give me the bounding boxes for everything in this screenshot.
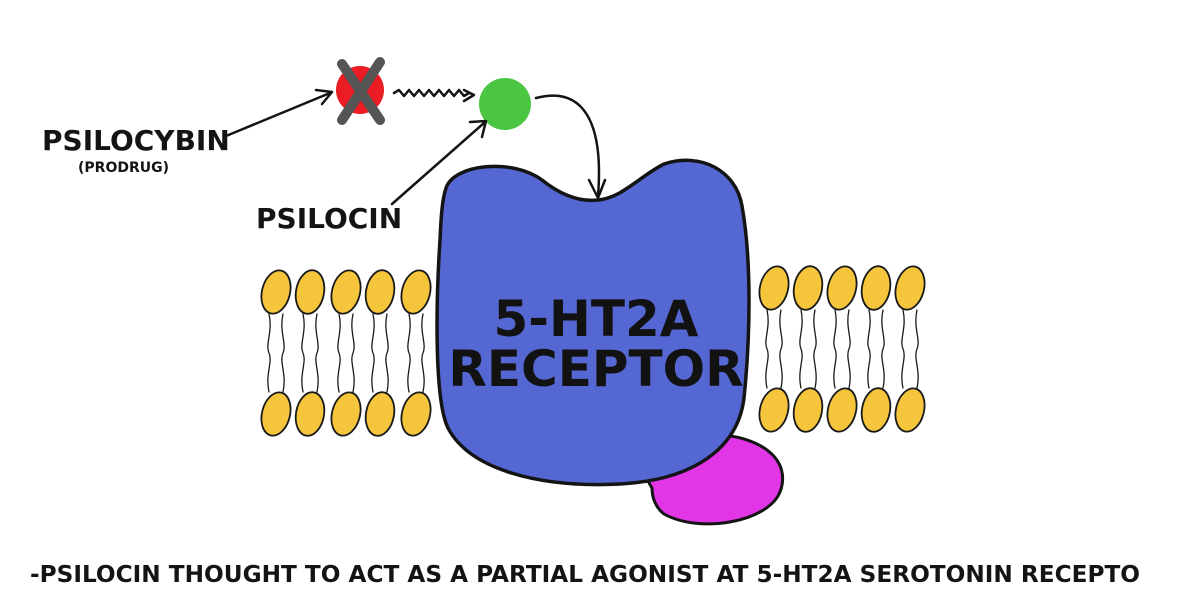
lipid-tail — [421, 313, 425, 393]
lipid-tail — [267, 313, 271, 393]
psilocin-molecule — [479, 78, 531, 130]
lipid-head-top — [364, 269, 396, 315]
lipid-tail — [407, 313, 411, 393]
binding-arrow — [534, 94, 607, 200]
lipid-head-bottom — [294, 391, 326, 437]
lipid-head-bottom — [364, 391, 396, 437]
lipid-head-bottom — [860, 387, 892, 433]
psilocin-pointer-arrow — [390, 119, 488, 206]
lipid-head-bottom — [400, 391, 432, 437]
receptor-label-line1: 5-HT2A — [494, 290, 699, 348]
membrane-right — [758, 265, 926, 433]
membrane-left — [260, 269, 432, 437]
lipid-head-top — [860, 265, 892, 311]
lipid-tail — [833, 309, 837, 389]
lipid-tail — [867, 309, 871, 389]
psilocybin-pointer-arrow — [224, 88, 334, 138]
receptor-label-line2: RECEPTOR — [448, 340, 743, 398]
lipid-tail — [847, 309, 851, 389]
lipid-tail — [301, 313, 305, 393]
lipid-head-top — [758, 265, 790, 311]
lipid-head-bottom — [758, 387, 790, 433]
lipid-tail — [779, 309, 783, 389]
receptor-body — [435, 158, 751, 487]
lipid-tail — [915, 309, 919, 389]
lipid-head-bottom — [894, 387, 926, 433]
lipid-tail — [385, 313, 389, 393]
lipid-head-top — [330, 269, 362, 315]
prodrug-label: (PRODRUG) — [78, 160, 169, 176]
lipid-head-top — [826, 265, 858, 311]
lipid-head-bottom — [330, 391, 362, 437]
lipid-head-top — [400, 269, 432, 315]
lipid-head-bottom — [792, 387, 824, 433]
lipid-tail — [765, 309, 769, 389]
lipid-tail — [371, 313, 375, 393]
lipid-tail — [281, 313, 285, 393]
lipid-tail — [799, 309, 803, 389]
psilocin-label: PSILOCIN — [256, 202, 402, 235]
lipid-tail — [337, 313, 341, 393]
lipid-head-top — [792, 265, 824, 311]
lipid-head-bottom — [260, 391, 292, 437]
caption-text: -PSILOCIN THOUGHT TO ACT AS A PARTIAL AG… — [30, 562, 1140, 588]
lipid-head-top — [894, 265, 926, 311]
lipid-tail — [351, 313, 355, 393]
lipid-tail — [901, 309, 905, 389]
lipid-tail — [315, 313, 319, 393]
conversion-arrow — [392, 88, 476, 103]
lipid-head-top — [294, 269, 326, 315]
lipid-head-bottom — [826, 387, 858, 433]
lipid-head-top — [260, 269, 292, 315]
lipid-tail — [881, 309, 885, 389]
cross-mark-icon — [337, 57, 385, 125]
lipid-tail — [813, 309, 817, 389]
psilocybin-label: PSILOCYBIN — [42, 124, 230, 157]
